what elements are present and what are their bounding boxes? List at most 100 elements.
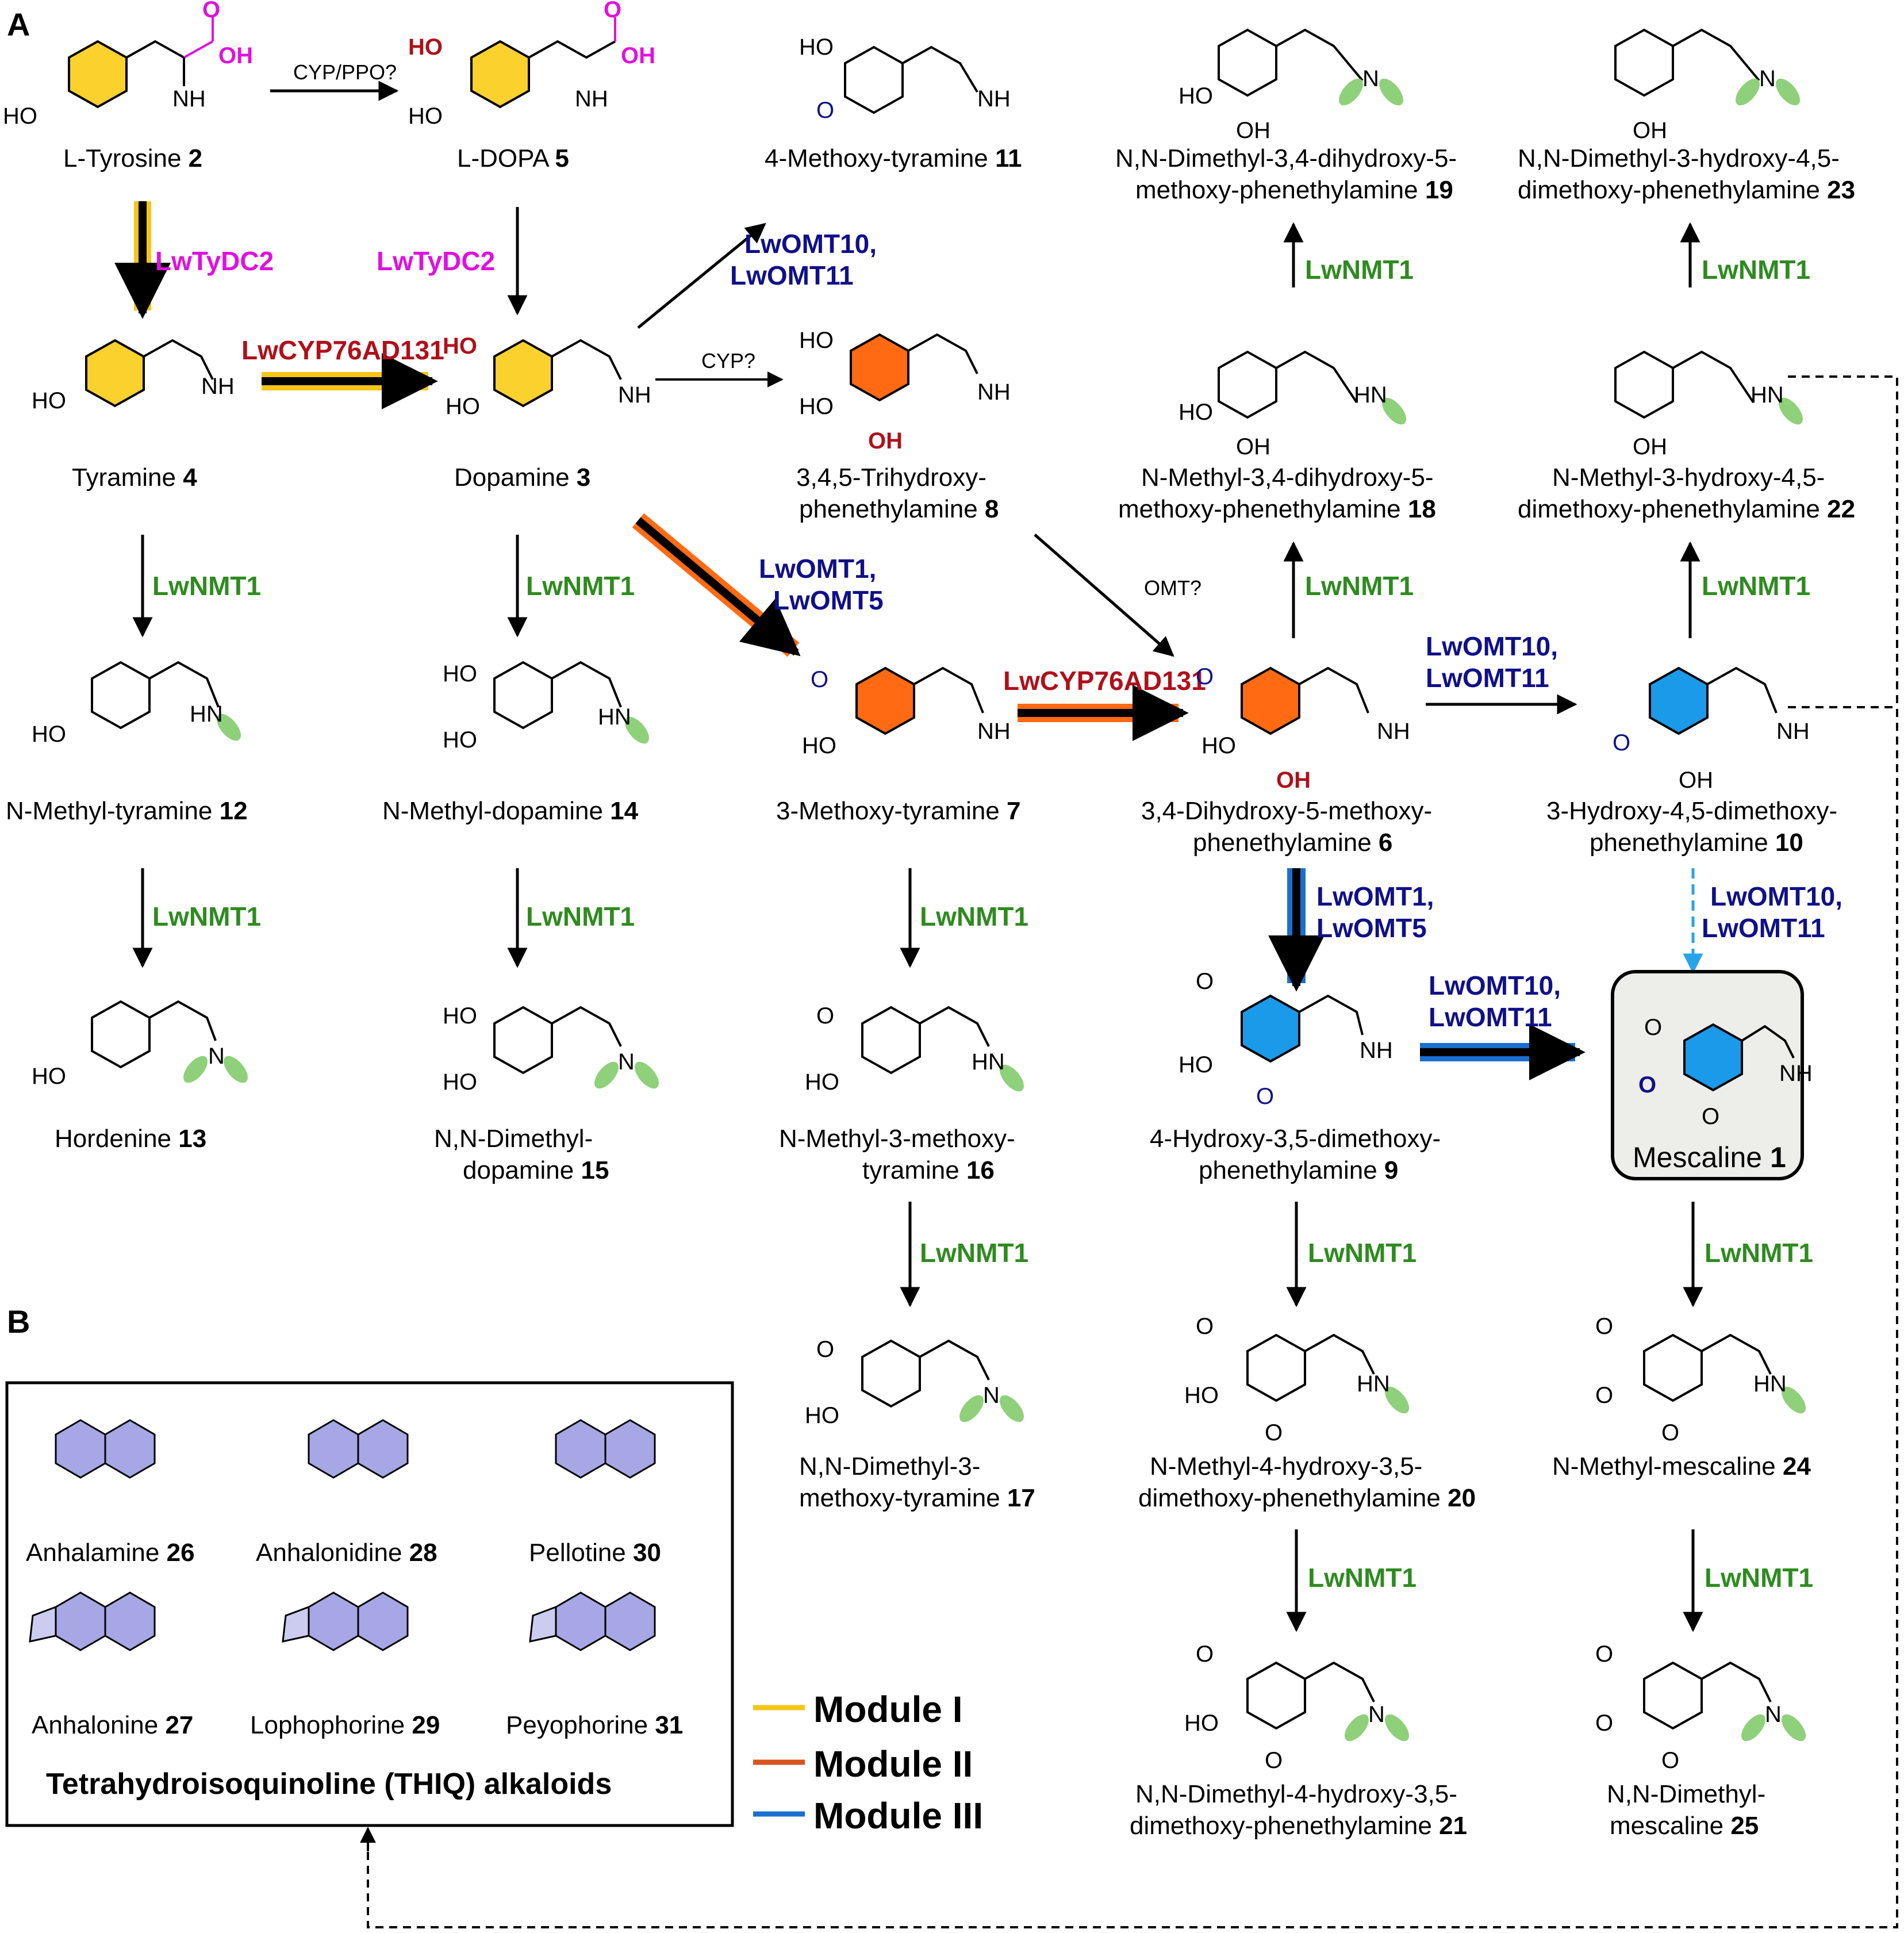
- label-pellotine: Pellotine 30: [529, 1539, 661, 1567]
- atom-ho: HO: [32, 1064, 66, 1089]
- enzyme-nmt1-24: LwNMT1: [1705, 1238, 1813, 1268]
- atom-ho: HO: [408, 103, 443, 129]
- label-anhalonidine: Anhalonidine 28: [256, 1539, 437, 1567]
- atom-o: O: [1595, 1314, 1613, 1339]
- structure-c20: HN O HO O: [1184, 1314, 1409, 1445]
- atom-oh: OH: [1633, 434, 1667, 459]
- label-c19-line1: N,N-Dimethyl-3,4-dihydroxy-5-: [1115, 144, 1457, 172]
- atom-ho: HO: [805, 1403, 839, 1428]
- atom-ho: HO: [32, 722, 66, 747]
- atom-n: N: [208, 1044, 225, 1069]
- label-c15-line1: N,N-Dimethyl-: [434, 1125, 593, 1153]
- atom-o: O: [604, 0, 621, 22]
- structure-c25: N O O O: [1595, 1641, 1806, 1773]
- enzyme-nmt1-13: LwNMT1: [152, 902, 261, 931]
- atom-nh2: NH: [977, 379, 1011, 405]
- enzyme-omt10-a: LwOMT10,: [744, 229, 877, 259]
- panel-label-a: A: [7, 6, 30, 43]
- dashed-path-to-thiq: [367, 375, 1898, 1928]
- structure-dopamine: HO HO NH: [443, 333, 651, 419]
- enzyme-nmt1-25: LwNMT1: [1705, 1563, 1813, 1593]
- atom-hn: HN: [1753, 1371, 1787, 1397]
- structure-c16: HN O HO: [805, 1003, 1024, 1095]
- label-c14: N-Methyl-dopamine 14: [382, 797, 639, 825]
- enzyme-nmt1-12: LwNMT1: [152, 571, 261, 601]
- label-dopamine: Dopamine 3: [454, 463, 590, 492]
- atom-n: N: [1362, 66, 1379, 91]
- atom-ho: HO: [799, 34, 834, 60]
- enzyme-cyp: CYP?: [701, 349, 755, 373]
- label-hordenine: Hordenine 13: [55, 1125, 206, 1153]
- label-c10-line2: phenethylamine 10: [1590, 829, 1803, 857]
- structure-4-methoxy-tyramine: HO O NH: [799, 34, 1011, 123]
- atom-ho: HO: [1184, 1383, 1219, 1408]
- atom-nh2: NH: [618, 382, 651, 408]
- atom-o: O: [1661, 1748, 1679, 1773]
- enzyme-nmt1-15: LwNMT1: [526, 902, 635, 931]
- arrow-c3-to-c7: [635, 517, 801, 657]
- structure-l-tyrosine: O OH NH HO: [3, 0, 253, 129]
- atom-nh2: NH: [1360, 1038, 1393, 1063]
- label-c17-line2: methoxy-tyramine 17: [799, 1484, 1035, 1512]
- atom-o: O: [816, 1003, 834, 1029]
- structure-c9: O HO O NH: [1179, 969, 1393, 1109]
- thiq-anhalonine-structure: [29, 1591, 156, 1651]
- enzyme-nmt1-17: LwNMT1: [920, 1238, 1028, 1268]
- atom-ho-red: HO: [408, 34, 443, 60]
- thiq-anhalamine-structure: [55, 1419, 156, 1479]
- atom-nh2: NH: [977, 719, 1011, 744]
- label-c22-line1: N-Methyl-3-hydroxy-4,5-: [1552, 463, 1825, 492]
- label-c7: 3-Methoxy-tyramine 7: [776, 797, 1021, 825]
- enzyme-omt11-c: LwOMT11: [1702, 913, 1825, 943]
- label-c17-line1: N,N-Dimethyl-3-: [799, 1452, 980, 1481]
- structure-mescaline: O O O NH: [1638, 1015, 1813, 1129]
- atom-ho: HO: [1179, 1052, 1213, 1077]
- label-c6-line1: 3,4-Dihydroxy-5-methoxy-: [1141, 797, 1432, 825]
- thiq-structures: [29, 1419, 656, 1651]
- atom-o-blue: O: [816, 98, 834, 123]
- atom-ho: HO: [443, 1003, 477, 1029]
- atom-oh-red: OH: [1276, 768, 1311, 793]
- structure-c21: N O HO O: [1184, 1641, 1409, 1773]
- atom-n: N: [1759, 66, 1776, 91]
- enzyme-omt: OMT?: [1144, 576, 1201, 600]
- enzyme-omt5-b: LwOMT5: [1316, 913, 1427, 943]
- label-c22-line2: dimethoxy-phenethylamine 22: [1518, 495, 1855, 523]
- structure-c24: HN O O O: [1595, 1314, 1806, 1445]
- enzyme-nmt1-19: LwNMT1: [1305, 255, 1414, 285]
- atom-oh-red: OH: [868, 428, 903, 454]
- label-c25-line2: mescaline 25: [1610, 1812, 1759, 1840]
- atom-nh2: NH: [575, 86, 608, 112]
- atom-o-blue: O: [811, 667, 828, 692]
- enzyme-omt11-b: LwOMT11: [1426, 663, 1549, 693]
- enzyme-nmt1-18: LwNMT1: [1305, 571, 1414, 601]
- label-c21-line1: N,N-Dimethyl-4-hydroxy-3,5-: [1135, 1780, 1457, 1808]
- label-lophophorine: Lophophorine 29: [250, 1711, 440, 1739]
- atom-ho-red: HO: [443, 333, 477, 359]
- atom-nh2: NH: [1779, 1061, 1813, 1086]
- structure-c22: HN OH: [1614, 350, 1803, 459]
- atom-nh2: NH: [201, 374, 235, 399]
- atom-o-blue: O: [1613, 730, 1630, 755]
- atom-hn: HN: [598, 704, 631, 730]
- atom-nh2: NH: [1377, 719, 1410, 744]
- enzyme-nmt1-23: LwNMT1: [1702, 255, 1810, 285]
- atom-ho: HO: [443, 1069, 477, 1095]
- atom-o: O: [202, 0, 220, 22]
- atom-o: O: [1702, 1104, 1719, 1129]
- atom-o: O: [1265, 1748, 1283, 1773]
- enzyme-cyp76-1: LwCYP76AD131: [241, 335, 444, 365]
- atom-hn: HN: [1751, 382, 1784, 408]
- structure-c15: N HO HO: [443, 1003, 659, 1095]
- label-4-methoxy-tyramine: 4-Methoxy-tyramine 11: [765, 144, 1022, 172]
- label-anhalonine: Anhalonine 27: [32, 1711, 193, 1739]
- label-c6-line2: phenethylamine 6: [1193, 829, 1392, 857]
- label-c16-line1: N-Methyl-3-methoxy-: [779, 1125, 1015, 1153]
- arrow-dopamine-to-c11: [637, 223, 766, 329]
- atom-ho: HO: [443, 661, 477, 686]
- label-c8-line2: phenethylamine 8: [799, 495, 999, 523]
- label-c9-line2: phenethylamine 9: [1199, 1156, 1398, 1184]
- label-anhalamine: Anhalamine 26: [26, 1539, 195, 1567]
- label-c25-line1: N,N-Dimethyl-: [1607, 1780, 1765, 1808]
- atom-nh2: NH: [977, 86, 1011, 112]
